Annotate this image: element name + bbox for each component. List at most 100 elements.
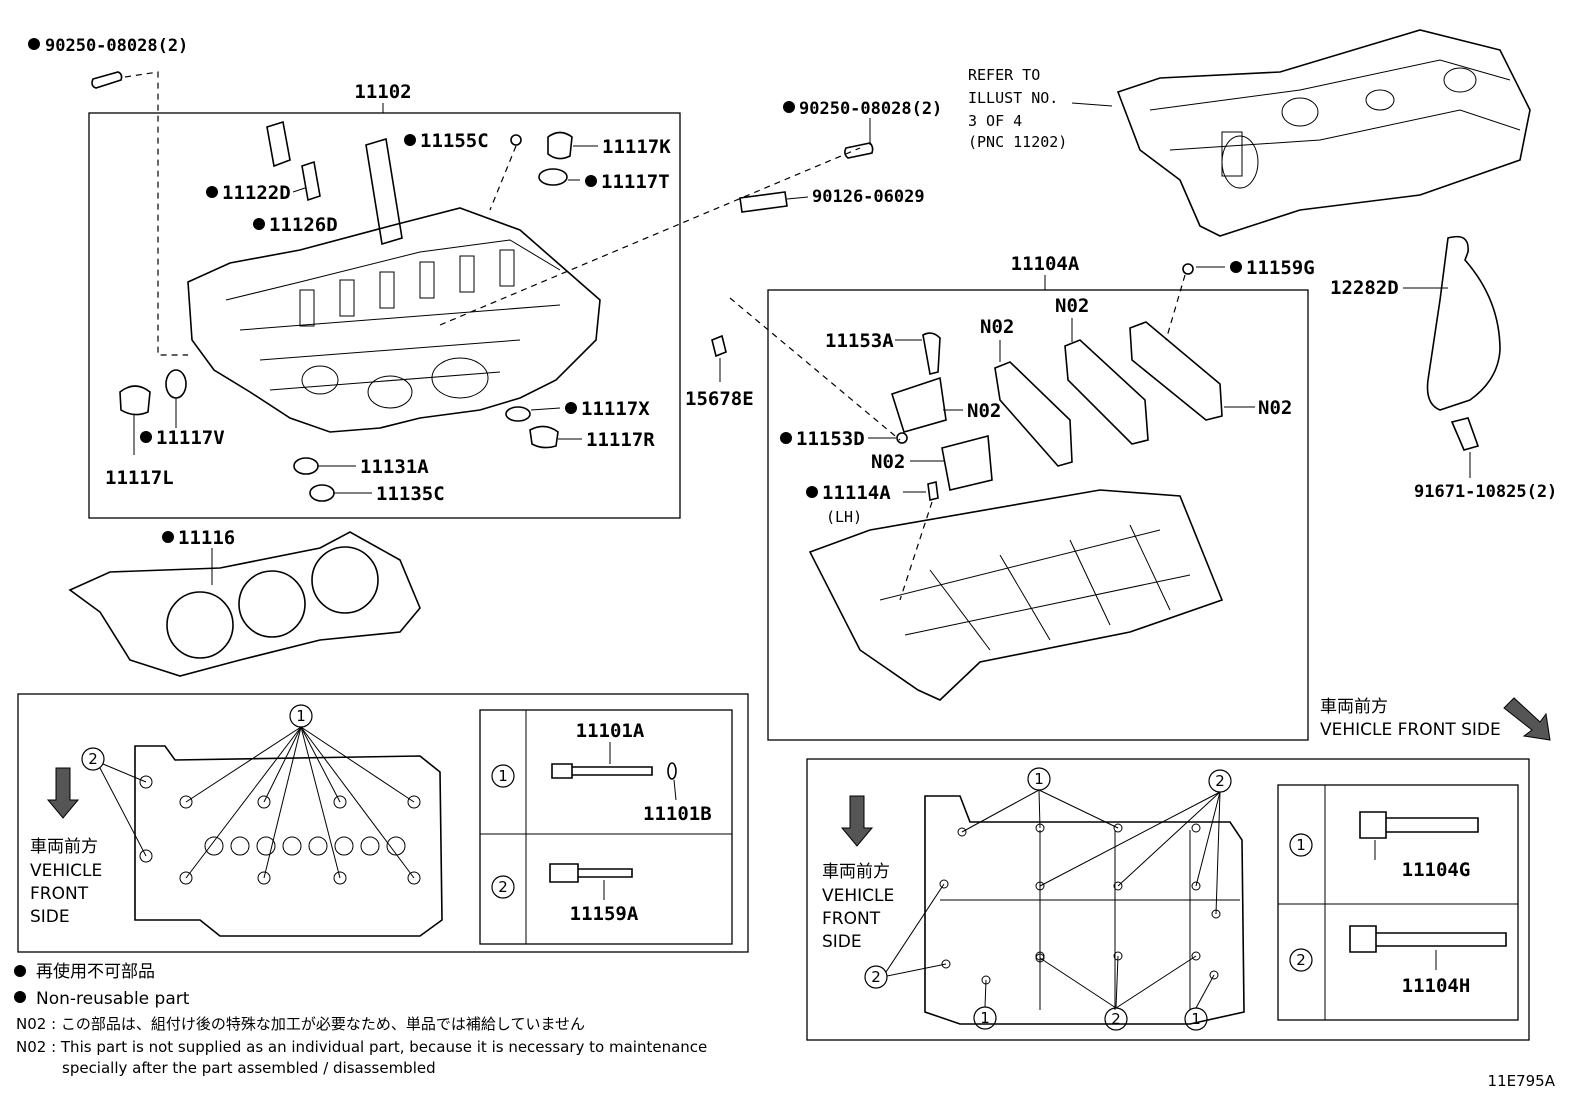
- dowel-pin-mid: [844, 142, 874, 159]
- bolt-91671: [1450, 417, 1480, 451]
- head-top-view: [134, 745, 443, 937]
- label-n02-d: N02: [1258, 397, 1292, 419]
- label-11104h: 11104H: [1402, 975, 1471, 997]
- gasket-11117t: [538, 168, 568, 186]
- valve-guide-11126d: [301, 160, 321, 202]
- legend-n02-en2: specially after the part assembled / dis…: [62, 1059, 436, 1077]
- down-arrow-icon: [46, 767, 80, 819]
- plug-11117r: [529, 425, 559, 449]
- legend: 再使用不可部品 Non-reusable part N02 : この部品は、組付…: [14, 961, 1556, 1090]
- callout-2-head: 2: [88, 750, 98, 768]
- label-11104g: 11104G: [1402, 859, 1471, 881]
- front-side-en: VEHICLE FRONT SIDE: [1320, 720, 1501, 740]
- refer-line-4: (PNC 11202): [968, 133, 1067, 151]
- washer-11101b: [667, 762, 677, 780]
- front-en2-left: FRONT: [30, 884, 89, 904]
- table-row-2-num: 2: [498, 878, 508, 896]
- front-en3-left: SIDE: [30, 907, 70, 927]
- table-row-1-num: 1: [498, 767, 508, 785]
- bracket-group: 12282D 91671-10825(2): [1330, 235, 1557, 502]
- illustration-code: 11E795A: [1488, 1072, 1556, 1090]
- head-gasket: [68, 531, 421, 677]
- label-11114a: 11114A: [822, 482, 891, 504]
- callout-2-bottom: 2: [1111, 1010, 1121, 1028]
- front-en1-left: VEHICLE: [30, 861, 102, 881]
- label-90250-mid: 90250-08028(2): [799, 99, 942, 119]
- gasket-11117v: [165, 369, 187, 399]
- label-11117l: 11117L: [105, 467, 174, 489]
- legend-nonreusable-en: Non-reusable part: [36, 989, 190, 1009]
- label-11159g: 11159G: [1246, 257, 1315, 279]
- legend-n02-jp: N02 : この部品は、組付け後の特殊な加工が必要なため、単品では補給していませ…: [16, 1015, 585, 1033]
- label-11153a: 11153A: [825, 330, 894, 352]
- label-15678e: 15678E: [685, 388, 754, 410]
- bolt-table-right: [1277, 784, 1519, 1021]
- label-11117x: 11117X: [581, 398, 650, 420]
- front-en1-right: VEHICLE: [822, 886, 894, 906]
- valve-guide-11122d: [266, 120, 291, 168]
- refer-line-1: REFER TO: [968, 66, 1040, 84]
- label-n02-e: N02: [871, 451, 905, 473]
- head-gasket-group: 11116: [68, 527, 421, 677]
- bolt-11104h: [1349, 925, 1507, 953]
- head-cover-group: REFER TO ILLUST NO. 3 OF 4 (PNC 11202): [968, 29, 1531, 237]
- head-bolt-detail: 車両前方 VEHICLE FRONT SIDE 1 2: [17, 693, 749, 953]
- callout-1-top: 1: [1034, 770, 1044, 788]
- gasket-11131a: [293, 457, 319, 475]
- label-11117k: 11117K: [602, 136, 671, 158]
- stud-90126: [739, 191, 788, 213]
- seal-11135c: [309, 484, 335, 502]
- head-cover: [1116, 29, 1531, 237]
- label-11126d: 11126D: [269, 214, 338, 236]
- refer-line-2: ILLUST NO.: [968, 89, 1058, 107]
- legend-n02-en1: N02 : This part is not supplied as an in…: [16, 1038, 707, 1056]
- front-jp-right: 車両前方: [822, 862, 890, 882]
- front-side-marker-right: 車両前方 VEHICLE FRONT SIDE: [1320, 697, 1551, 741]
- label-11155c: 11155C: [420, 130, 489, 152]
- cylinder-head: [187, 207, 601, 433]
- label-11104a: 11104A: [1011, 253, 1080, 275]
- housing-top-view: [924, 795, 1245, 1025]
- table2-row-2-num: 2: [1296, 951, 1306, 969]
- box-11102: [88, 112, 681, 519]
- bearing-cap-2: [941, 434, 993, 491]
- pin-11114a: [927, 481, 939, 501]
- box-housing-bolt: [806, 758, 1530, 1041]
- bolt-11153a: [922, 332, 941, 375]
- bolt-11104g: [1359, 811, 1479, 839]
- front-en2-right: FRONT: [822, 909, 881, 929]
- bolt-table: [479, 709, 733, 945]
- spark-tube: [365, 137, 403, 246]
- plug-11117k: [547, 131, 573, 160]
- label-11101a: 11101A: [576, 720, 645, 742]
- front-en3-right: SIDE: [822, 932, 862, 952]
- front-arrow-icon: [1503, 697, 1551, 741]
- label-11117v: 11117V: [156, 427, 225, 449]
- bolt-11101a: [551, 763, 653, 779]
- label-90250-top: 90250-08028(2): [45, 36, 188, 56]
- label-11135c: 11135C: [376, 483, 445, 505]
- box-head-bolt: [17, 693, 749, 953]
- bolt-11159a: [549, 863, 633, 883]
- camshaft-housing-group: 11104A 11159G 15678E 11153A 11153D N02 N…: [685, 253, 1315, 741]
- plug-11117l: [119, 385, 151, 416]
- label-11102: 11102: [354, 81, 411, 103]
- label-90126: 90126-06029: [812, 187, 925, 207]
- label-12282d: 12282D: [1330, 277, 1399, 299]
- gasket-11117x: [505, 406, 531, 422]
- label-11159a: 11159A: [570, 903, 639, 925]
- label-11122d: 11122D: [222, 182, 291, 204]
- nonreusable-dot: [28, 38, 40, 50]
- front-side-jp: 車両前方: [1320, 697, 1388, 717]
- cylinder-head-group: 90250-08028(2) 11102 11122D 11126D 11155…: [28, 36, 942, 519]
- label-n02-c: N02: [967, 400, 1001, 422]
- bracket-12282d: [1426, 235, 1501, 411]
- refer-line-3: 3 OF 4: [968, 112, 1022, 130]
- front-jp-left: 車両前方: [30, 837, 98, 857]
- box-11104a: [767, 289, 1309, 741]
- label-n02-b: N02: [1055, 295, 1089, 317]
- label-91671: 91671-10825(2): [1414, 482, 1557, 502]
- label-n02-a: N02: [980, 316, 1014, 338]
- camshaft-housing: [808, 489, 1224, 701]
